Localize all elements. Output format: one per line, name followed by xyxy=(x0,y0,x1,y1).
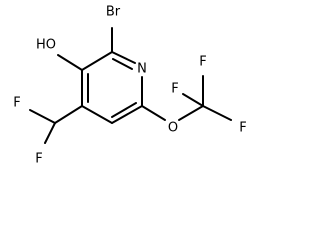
bond-c5-c6 xyxy=(111,105,143,124)
atom-n: N xyxy=(137,62,147,77)
atom-ho: HO xyxy=(36,38,56,53)
bond-c4-c5 xyxy=(81,105,113,124)
bond-c3-o xyxy=(57,54,83,71)
bond-c2-c3 xyxy=(81,51,113,71)
bond-c6-o xyxy=(141,105,166,121)
bond-n-c2-inner xyxy=(112,58,133,70)
atom-o: O xyxy=(168,121,178,136)
bond-cf3-f-left xyxy=(182,93,204,107)
bond-chf2-f-bottom xyxy=(44,122,56,144)
atom-f-cf3-left: F xyxy=(171,82,178,97)
atom-f-bottom: F xyxy=(35,152,42,167)
atom-f-cf3-right: F xyxy=(239,121,246,136)
atom-f-left: F xyxy=(13,96,20,111)
atom-f-cf3-top: F xyxy=(199,55,206,70)
molecule-svg: Br HO N O F F F F F xyxy=(13,5,246,167)
bond-n-c2 xyxy=(111,51,136,64)
structure-diagram: Br HO N O F F F F F xyxy=(13,4,247,167)
bond-o-cf3 xyxy=(178,105,204,121)
bond-c4-chf2 xyxy=(54,105,83,124)
bond-cf3-f-right xyxy=(202,105,232,121)
bond-c5-c6-inner xyxy=(111,102,137,118)
bond-chf2-f-left xyxy=(29,109,56,124)
atom-br: Br xyxy=(106,5,121,20)
